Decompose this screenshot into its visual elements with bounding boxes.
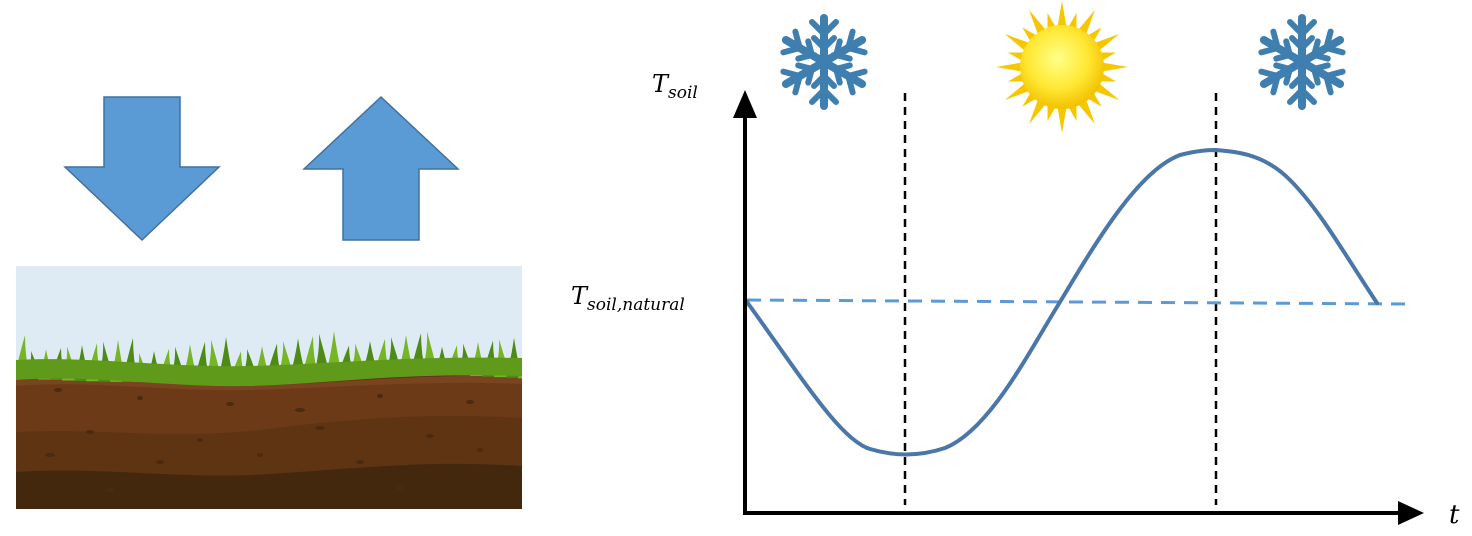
y-axis-label-main: T: [652, 70, 670, 98]
grass-blade: [16, 369, 18, 378]
x-axis-label: t: [1449, 500, 1460, 530]
grass-strip: [16, 331, 522, 387]
ground-illustration: [16, 266, 522, 509]
baseline-label-main: T: [571, 282, 589, 310]
sun-disc: [1020, 25, 1104, 109]
arrow-up-icon: [302, 95, 460, 241]
baseline-label-sub: soil,natural: [587, 295, 685, 315]
grass-base: [16, 357, 522, 387]
arrow-down-icon: [63, 96, 221, 242]
sun-ray: [1057, 1, 1067, 30]
baseline-label: Tsoil,natural: [571, 282, 685, 315]
sun-ray: [1099, 62, 1128, 72]
sun-ray: [996, 62, 1025, 72]
sun-icon: [996, 1, 1128, 133]
soil-temperature-curve: [745, 147, 1379, 457]
y-axis-label-sub: soil: [668, 83, 698, 103]
temperature-chart: Tsoil Tsoil,natural t: [571, 70, 1460, 530]
soil-pebbles: [45, 388, 483, 492]
snowflake-icon: [780, 18, 868, 106]
natural-temperature-line: [746, 298, 1409, 306]
x-axis-arrowhead: [1398, 501, 1424, 525]
soil-layer-bottom: [16, 463, 522, 509]
y-axis-arrowhead: [733, 90, 757, 118]
snowflake-icon: [1258, 18, 1346, 106]
y-axis-label: Tsoil: [652, 70, 698, 103]
sun-ray: [1057, 104, 1067, 133]
